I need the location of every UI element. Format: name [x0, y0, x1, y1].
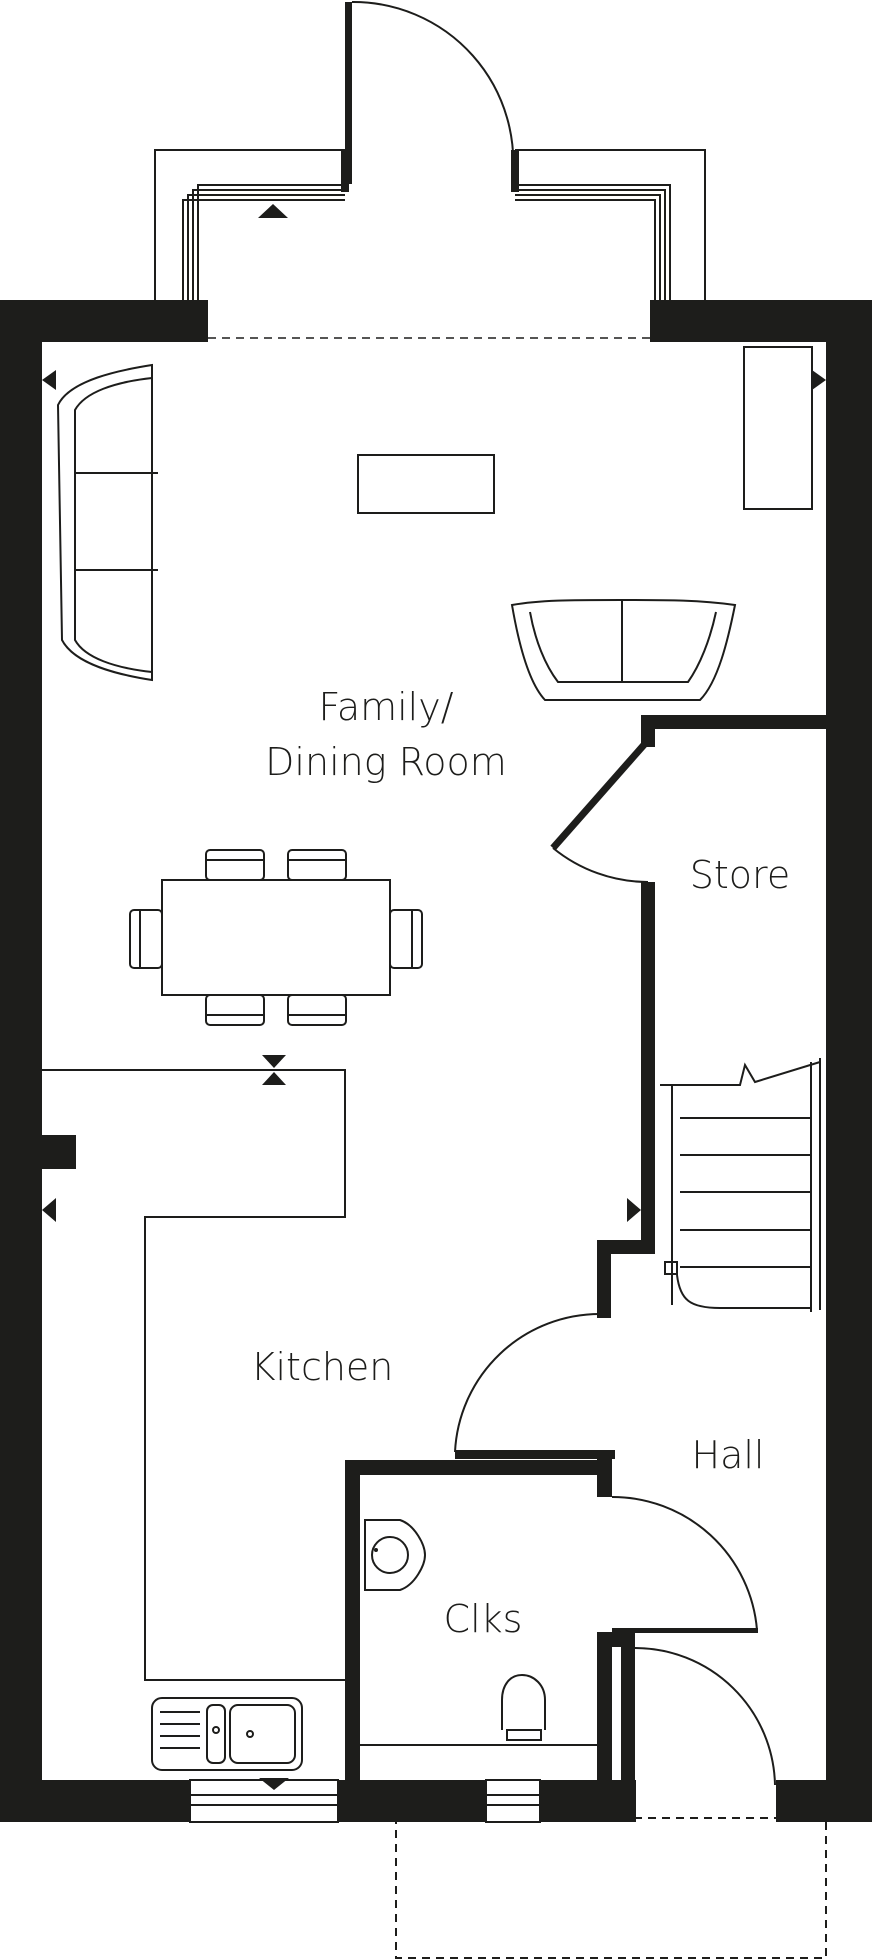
windows — [189, 1779, 541, 1823]
bay-window-frame — [154, 149, 706, 339]
sofa-left — [56, 363, 158, 682]
sofa-right — [510, 599, 737, 701]
room-label-clks: Clks — [444, 1597, 523, 1641]
doors — [395, 735, 827, 1959]
room-label-family: Family/ — [318, 685, 453, 729]
dining-table — [129, 849, 423, 1026]
cloakroom-basin — [364, 1519, 427, 1591]
room-label-kitchen: Kitchen — [251, 1345, 394, 1389]
outer-walls — [0, 300, 872, 1822]
direction-markers — [42, 370, 826, 1790]
french-door — [345, 0, 515, 184]
kitchen-worktop — [42, 1069, 346, 1681]
bay-arrow-marker — [258, 204, 288, 218]
room-label-store: Store — [690, 853, 790, 897]
internal-walls — [345, 715, 826, 1822]
sideboard — [743, 346, 813, 510]
staircase — [660, 1058, 821, 1312]
room-label-dining: Dining Room — [265, 740, 507, 784]
kitchen-sink — [151, 1697, 303, 1771]
coffee-table — [357, 454, 495, 514]
cloakroom-toilet — [360, 1673, 597, 1746]
room-label-hall: Hall — [692, 1433, 765, 1477]
